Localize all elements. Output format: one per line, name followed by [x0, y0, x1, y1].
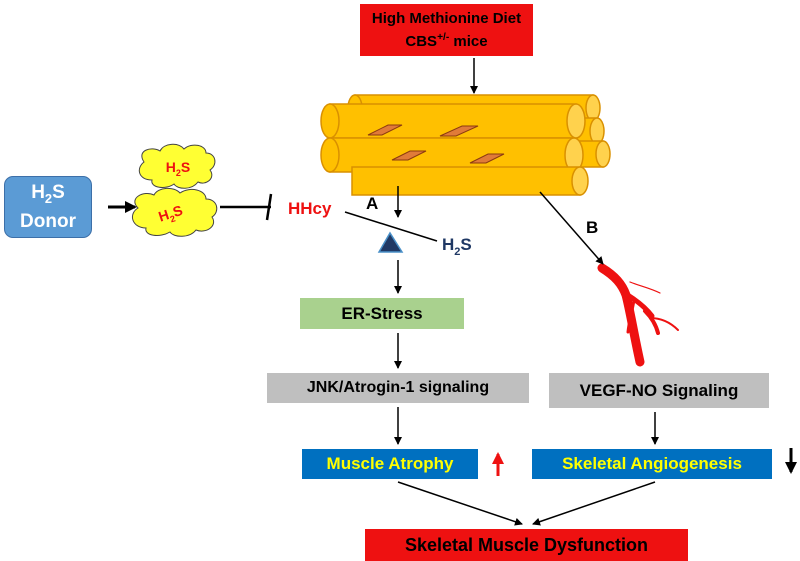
cloud-top-s: S [181, 159, 190, 175]
h2s-donor-box: H2S Donor [4, 176, 92, 238]
donor-line2: Donor [20, 210, 76, 232]
cloud-bottom-h: H [156, 206, 171, 224]
skeletal-angiogenesis-box: Skeletal Angiogenesis [532, 449, 772, 479]
cloud-bottom-sub: 2 [169, 213, 177, 224]
arrow-muscle-to-vessel [539, 191, 604, 265]
svg-text:H2S: H2S [166, 159, 190, 178]
h2s-label: H2S [442, 235, 472, 258]
muscle-fiber-bundle-icon [320, 94, 611, 196]
er-stress-box: ER-Stress [300, 298, 464, 329]
inhibit-bar [265, 193, 273, 221]
donor-line1: H2S [31, 182, 65, 206]
cloud-top-h: H [166, 159, 176, 175]
jnk-atrogin-box: JNK/Atrogin-1 signaling [267, 373, 529, 403]
balance-beam [344, 211, 438, 242]
high-methionine-diet-box: High Methionine Diet CBS+/- mice [360, 4, 533, 56]
h2s-cloud-top: H2S [138, 143, 216, 189]
arrow-atrophy-to-dys [397, 481, 523, 526]
h2s-cloud-bottom: H2S [131, 187, 218, 237]
path-label-b: B [586, 218, 598, 237]
arrow-angio-to-dys [532, 481, 656, 526]
vegf-no-signaling-box: VEGF-NO Signaling [549, 373, 769, 408]
balance-fulcrum-icon [377, 231, 404, 253]
cloud-top-sub: 2 [176, 168, 181, 178]
hhcy-label: HHcy [288, 199, 332, 218]
path-label-a: A [366, 194, 378, 213]
muscle-atrophy-box: Muscle Atrophy [302, 449, 478, 479]
blood-vessel-icon [597, 263, 679, 367]
diet-line1: High Methionine Diet [371, 10, 522, 27]
skeletal-muscle-dysfunction-box: Skeletal Muscle Dysfunction [365, 529, 688, 561]
diet-line2: CBS+/- mice [405, 32, 488, 50]
